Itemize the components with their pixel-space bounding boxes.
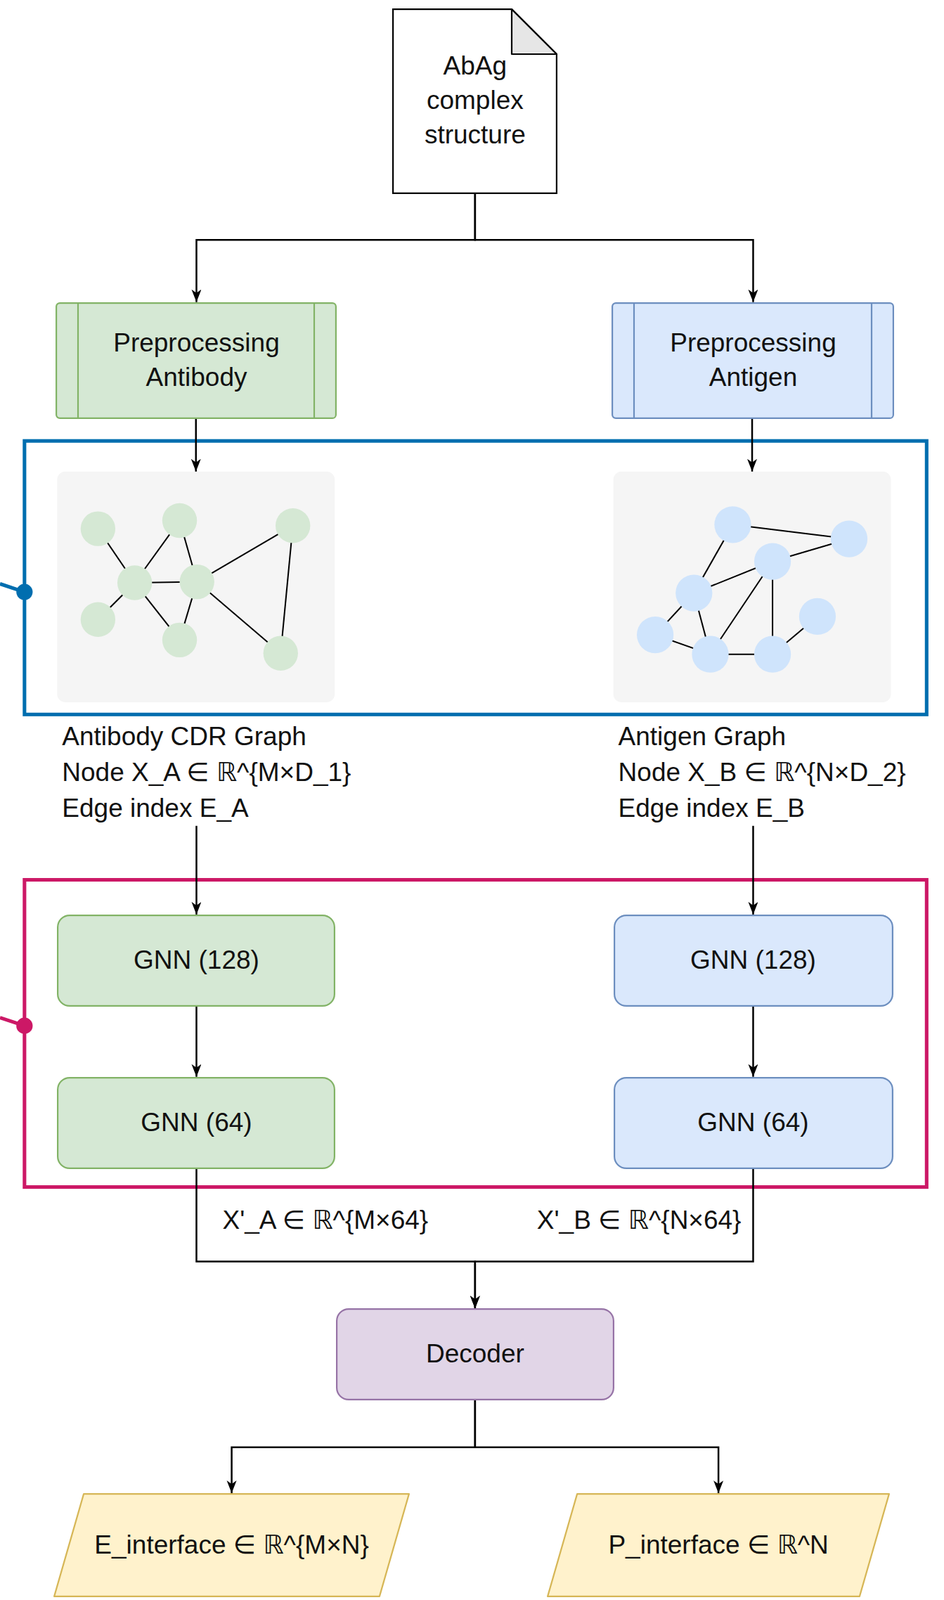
graph-vertex	[675, 574, 713, 611]
graph-vertex	[754, 636, 791, 673]
document-fold	[511, 9, 557, 55]
process-box: Preprocessing Antigen	[611, 302, 895, 419]
node-text: Edge index E_B	[618, 790, 892, 826]
connector	[196, 1168, 475, 1309]
graph-vertex	[263, 636, 299, 671]
connector	[752, 1006, 755, 1077]
parallelogram-outline	[54, 1493, 410, 1597]
node-text: Node X_A ∈ ℝ^{M×D_1}	[61, 754, 335, 791]
node-text: AbAg complex structure	[407, 49, 542, 152]
graph-vertices	[80, 503, 311, 671]
graph-vertex	[830, 520, 868, 557]
graph-edge	[280, 525, 293, 653]
connector	[475, 1400, 719, 1493]
node-text: GNN (128)	[133, 943, 260, 978]
box-outline	[57, 915, 335, 1006]
node-text: Antigen Graph	[618, 718, 892, 755]
connector	[475, 1168, 754, 1309]
node-text: GNN (64)	[697, 1105, 809, 1141]
node-text: Decoder	[425, 1336, 525, 1372]
process-bar	[77, 302, 79, 419]
document-outline	[392, 9, 557, 194]
process-bar	[313, 302, 315, 419]
output-box: P_interface ∈ ℝ^N	[546, 1492, 890, 1597]
graph-vertex	[162, 622, 197, 658]
process-box-outline	[611, 302, 895, 419]
output-box: E_interface ∈ ℝ^{M×N}	[53, 1492, 410, 1597]
parallelogram-outline	[547, 1493, 890, 1597]
graph-vertex	[636, 616, 674, 653]
node-text: Preprocessing Antigen	[642, 326, 864, 396]
connector	[475, 194, 754, 303]
edge-label: X'_B ∈ ℝ^{N×64}	[534, 1201, 744, 1238]
connector	[195, 825, 198, 915]
decoder-box: Decoder	[335, 1308, 615, 1401]
callout-dot	[16, 583, 33, 600]
node-text: Antibody CDR Graph	[61, 718, 335, 755]
connector	[751, 418, 754, 472]
graph-panel: Antibody CDR GraphNode X_A ∈ ℝ^{M×D_1}Ed…	[56, 471, 335, 826]
gnn-layer-box: GNN (64)	[56, 1076, 336, 1169]
connector	[195, 1006, 198, 1077]
graph-vertex	[799, 598, 836, 635]
gnn-layer-box: GNN (128)	[56, 914, 336, 1007]
node-text: Edge index E_A	[61, 790, 335, 826]
box-outline	[614, 1077, 893, 1169]
graph-panel: Antigen GraphNode X_B ∈ ℝ^{N×D_2}Edge in…	[613, 471, 892, 826]
node-text: Node X_B ∈ ℝ^{N×D_2}	[618, 754, 892, 791]
box-outline	[336, 1308, 614, 1400]
process-bar	[633, 302, 635, 419]
box-outline	[57, 1077, 335, 1169]
process-outline	[56, 302, 336, 419]
graph-vertex	[80, 602, 116, 637]
connector	[752, 825, 755, 915]
graph-vertex	[275, 508, 310, 543]
node-text: E_interface ∈ ℝ^{M×N}	[94, 1528, 370, 1563]
connector	[231, 1400, 476, 1493]
document-shape: AbAg complex structure	[392, 8, 558, 195]
connector	[195, 418, 198, 472]
process-box-outline	[55, 302, 337, 419]
graph-vertex	[162, 503, 197, 538]
edge-label: X'_A ∈ ℝ^{M×64}	[220, 1201, 431, 1238]
graph-frame	[24, 440, 927, 715]
graph-vertex	[179, 564, 215, 599]
graph-vertex	[691, 636, 729, 673]
process-outline	[612, 302, 895, 419]
box-outline	[614, 915, 893, 1006]
encoder-frame	[24, 880, 927, 1188]
callout-dot	[16, 1017, 33, 1034]
node-text: GNN (128)	[690, 943, 817, 978]
gnn-layer-box: GNN (128)	[613, 914, 894, 1007]
process-bar	[870, 302, 873, 419]
node-text: P_interface ∈ ℝ^N	[608, 1528, 829, 1563]
graph-vertex	[714, 506, 751, 543]
gnn-layer-box: GNN (64)	[613, 1076, 894, 1169]
process-box: Preprocessing Antibody	[55, 302, 337, 419]
graph-vertex	[117, 565, 152, 600]
graph-vertex	[754, 542, 791, 580]
graph-panel-bg	[56, 471, 335, 703]
node-text: Preprocessing Antibody	[86, 326, 306, 396]
node-text: GNN (64)	[140, 1105, 252, 1141]
graph-vertex	[80, 511, 116, 546]
graph-panel-bg	[613, 471, 892, 703]
graph-vertices	[636, 506, 868, 673]
connector	[196, 194, 475, 303]
